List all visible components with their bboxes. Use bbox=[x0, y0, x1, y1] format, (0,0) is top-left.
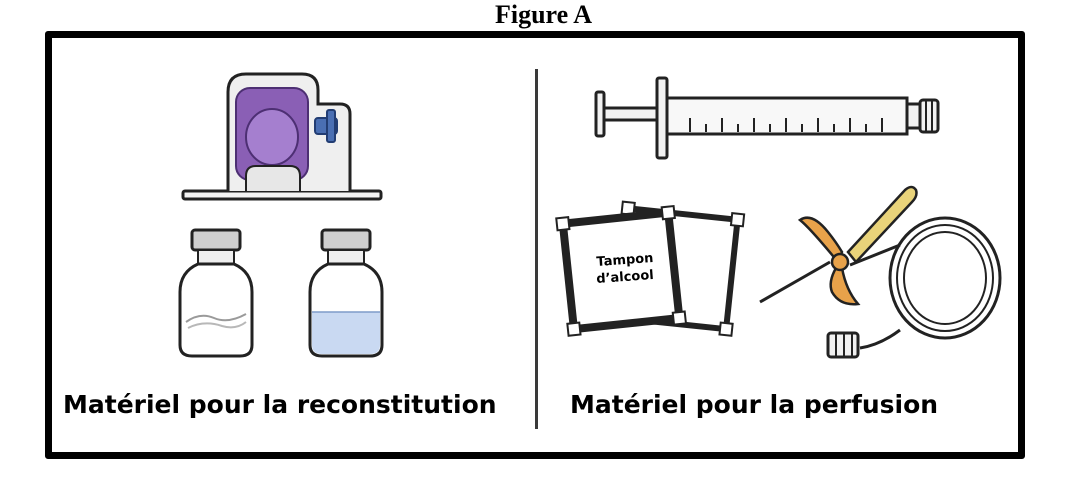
diluent-vial-illustration bbox=[308, 228, 384, 358]
butterfly-infusion-set-illustration bbox=[759, 185, 1002, 359]
syringe-illustration bbox=[594, 76, 940, 160]
figure-title: Figure A bbox=[494, 0, 593, 29]
caption-perfusion: Matériel pour la perfusion bbox=[570, 390, 939, 419]
transfer-device-illustration bbox=[181, 72, 383, 201]
powder-vial-illustration bbox=[178, 228, 254, 358]
caption-reconstitution: Matériel pour la reconstitution bbox=[63, 390, 497, 419]
panel-divider bbox=[535, 69, 538, 429]
alcohol-swab-illustration bbox=[555, 200, 746, 337]
